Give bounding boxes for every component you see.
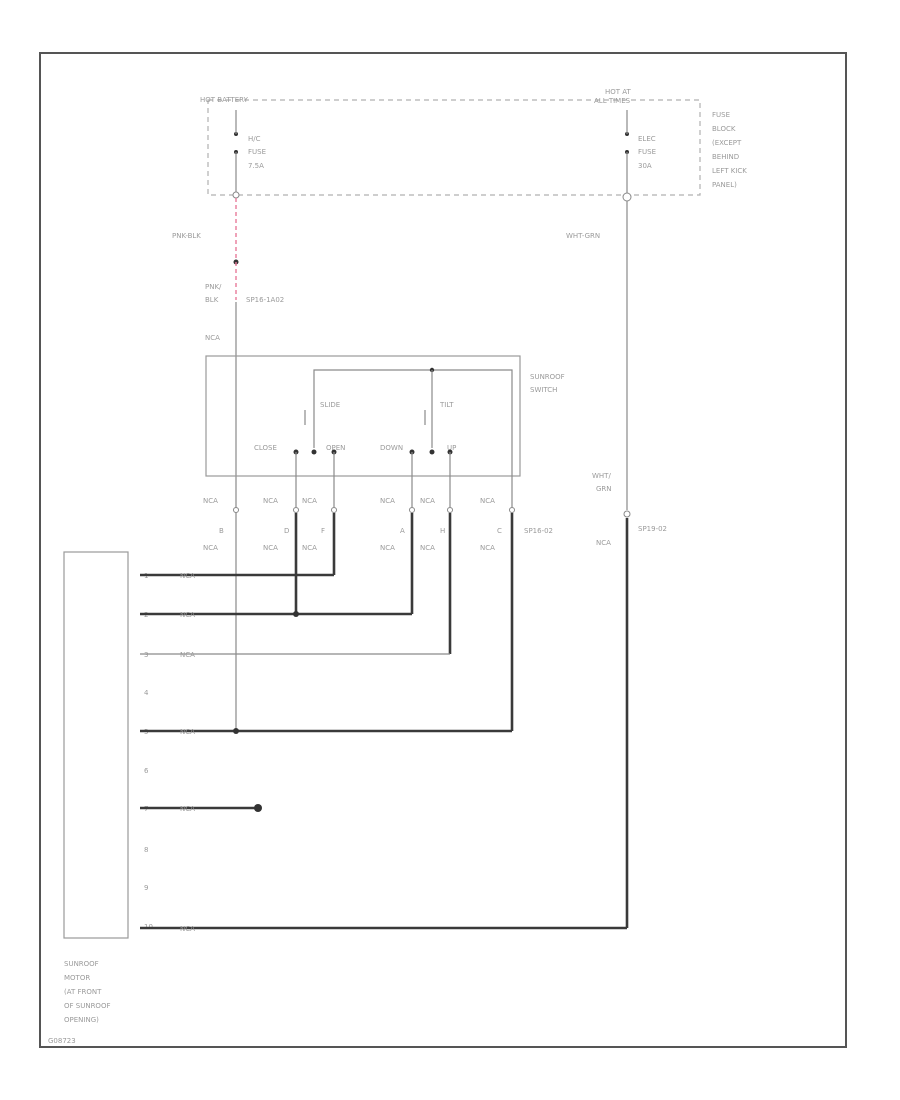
conn-top-label-6: NCA bbox=[480, 497, 495, 505]
splice-left-label: SP16-1A02 bbox=[246, 296, 284, 304]
switch-title-2: SWITCH bbox=[530, 386, 557, 394]
motor-wire-7-label: NCA bbox=[180, 805, 195, 813]
motor-title-1: SUNROOF bbox=[64, 960, 99, 968]
terminal-A bbox=[409, 507, 415, 513]
tilt-label: TILT bbox=[439, 401, 454, 409]
open-label: OPEN bbox=[326, 444, 345, 452]
wht-grn-top-label: WHT-GRN bbox=[566, 232, 600, 240]
conn-top-label-2: NCA bbox=[263, 497, 278, 505]
pnk-blk-mid-label-1: PNK/ bbox=[205, 283, 222, 291]
hot-battery-label: HOT BATTERY bbox=[200, 96, 249, 104]
motor-wire-2-label: NCA bbox=[180, 611, 195, 619]
fuse-block-label-5: LEFT KICK bbox=[712, 167, 747, 175]
fuse-right-terminal bbox=[622, 192, 632, 202]
tilt-common-contact bbox=[429, 449, 435, 455]
splice-right-label: SP19-02 bbox=[638, 525, 667, 533]
fuse-left-label-1: H/C bbox=[248, 135, 261, 143]
wht-grn-mid-label-2: GRN bbox=[596, 485, 612, 493]
motor-pin-3: 3 bbox=[144, 651, 148, 659]
conn-bottom-label-1: NCA bbox=[203, 544, 218, 552]
motor-title-4: OF SUNROOF bbox=[64, 1002, 110, 1010]
fuse-left-label-3: 7.5A bbox=[248, 162, 264, 170]
motor-pin-8: 8 bbox=[144, 846, 148, 854]
terminal-D bbox=[293, 507, 299, 513]
up-label: UP bbox=[447, 444, 456, 452]
conn-id-label: SP16-02 bbox=[524, 527, 553, 535]
fuse-block-label-6: PANEL) bbox=[712, 181, 737, 189]
switch-title-1: SUNROOF bbox=[530, 373, 565, 381]
conn-bottom-label-4: NCA bbox=[380, 544, 395, 552]
sunroof-motor-box bbox=[63, 551, 129, 939]
conn-bottom-label-2: NCA bbox=[263, 544, 278, 552]
fuse-block-label-4: BEHIND bbox=[712, 153, 739, 161]
motor-title-2: MOTOR bbox=[64, 974, 90, 982]
terminal-F bbox=[331, 507, 337, 513]
conn-pin-C: C bbox=[497, 527, 502, 535]
terminal-H bbox=[447, 507, 453, 513]
motor-title-5: OPENING) bbox=[64, 1016, 99, 1024]
conn-pin-A: A bbox=[400, 527, 405, 535]
fuse-block-label-2: BLOCK bbox=[712, 125, 736, 133]
conn-bottom-label-6: NCA bbox=[480, 544, 495, 552]
splice-wire-2 bbox=[293, 611, 299, 617]
pnk-blk-top-label: PNK-BLK bbox=[172, 232, 201, 240]
nca-top-label: NCA bbox=[205, 334, 220, 342]
splice-wire-5 bbox=[233, 728, 239, 734]
hot-all-times-label-2: ALL TIMES bbox=[594, 97, 631, 105]
motor-wire-1-label: NCA bbox=[180, 572, 195, 580]
pnk-blk-mid-label-2: BLK bbox=[205, 296, 219, 304]
nca-right-label: NCA bbox=[596, 539, 611, 547]
motor-pin-6: 6 bbox=[144, 767, 149, 775]
motor-pin-9: 9 bbox=[144, 884, 148, 892]
conn-top-label-1: NCA bbox=[203, 497, 218, 505]
fuse-block-outline bbox=[207, 99, 701, 196]
motor-wire-3-label: NCA bbox=[180, 651, 195, 659]
splice-right-terminal bbox=[623, 510, 631, 518]
down-label: DOWN bbox=[380, 444, 403, 452]
motor-wire-10-label: NCA bbox=[180, 925, 195, 933]
conn-top-label-4: NCA bbox=[380, 497, 395, 505]
conn-pin-F: F bbox=[321, 527, 325, 535]
diagram-id-label: G08723 bbox=[48, 1037, 76, 1045]
switch-internal-bus bbox=[313, 369, 513, 476]
slide-label: SLIDE bbox=[320, 401, 340, 409]
hot-all-times-label-1: HOT AT bbox=[605, 88, 632, 96]
fuse-left-label-2: FUSE bbox=[248, 148, 266, 156]
fuse-right-label-3: 30A bbox=[638, 162, 652, 170]
wht-grn-mid-label-1: WHT/ bbox=[592, 472, 611, 480]
conn-pin-H: H bbox=[440, 527, 445, 535]
fuse-block-label-1: FUSE bbox=[712, 111, 730, 119]
motor-pin-4: 4 bbox=[144, 689, 149, 697]
motor-wire-5-label: NCA bbox=[180, 728, 195, 736]
fuse-block-label-3: (EXCEPT bbox=[712, 139, 742, 147]
slide-common-contact bbox=[311, 449, 317, 455]
conn-top-label-3: NCA bbox=[302, 497, 317, 505]
conn-pin-D: D bbox=[284, 527, 289, 535]
conn-bottom-label-3: NCA bbox=[302, 544, 317, 552]
motor-title-3: (AT FRONT bbox=[64, 988, 102, 996]
terminal-B bbox=[233, 507, 239, 513]
fuse-right-label-2: FUSE bbox=[638, 148, 656, 156]
sunroof-switch-box bbox=[205, 355, 521, 477]
fuse-right-label-1: ELEC bbox=[638, 135, 656, 143]
diagram-frame bbox=[39, 52, 847, 1048]
close-label: CLOSE bbox=[254, 444, 277, 452]
terminal-C bbox=[509, 507, 515, 513]
fuse-left-terminal bbox=[232, 191, 240, 199]
conn-bottom-label-5: NCA bbox=[420, 544, 435, 552]
conn-pin-B: B bbox=[219, 527, 224, 535]
motor-wire-7-end bbox=[254, 804, 262, 812]
conn-top-label-5: NCA bbox=[420, 497, 435, 505]
